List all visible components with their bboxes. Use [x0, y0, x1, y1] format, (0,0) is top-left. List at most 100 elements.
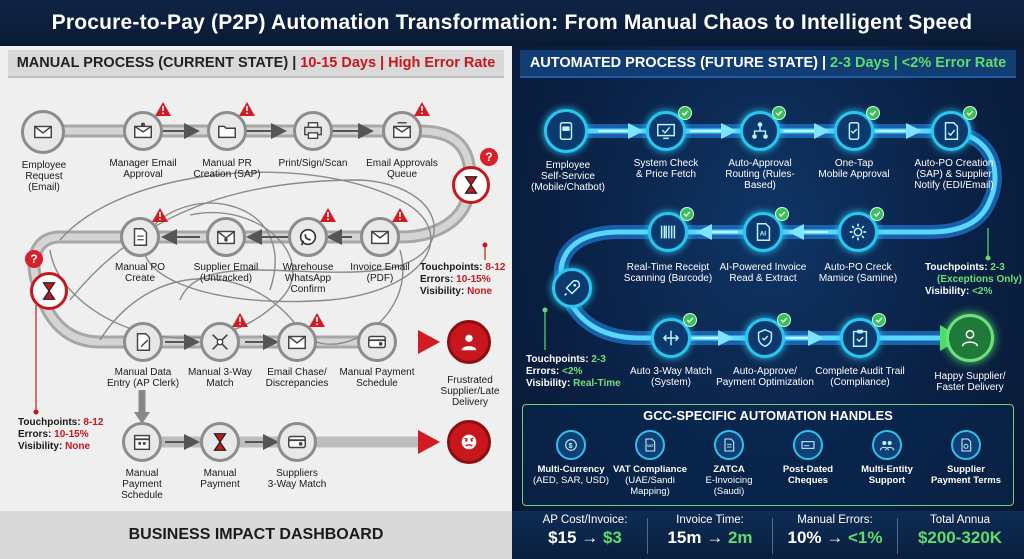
gcc-label-multi-currency: Multi-Currency(AED, SAR, USD) [532, 464, 609, 486]
document-icon [133, 228, 148, 246]
gcc-zatca [714, 430, 744, 460]
automated-stats-left: Touchpoints: 2-3 Errors: <2% Visibility:… [526, 354, 621, 389]
label-manual-po-create: Manual PO Create [114, 262, 166, 284]
invoice-icon [724, 438, 735, 452]
check-icon [963, 106, 977, 120]
manual-header-red: 10-15 Days | High Error Rate [300, 55, 496, 71]
payment-icon [288, 435, 306, 449]
label-employee-self-service: Employee Self-Service (Mobile/Chatbot) [531, 160, 605, 193]
svg-text:VAT: VAT [647, 444, 655, 448]
metric-manual-errors: Manual Errors: 10% → <1% [787, 514, 883, 547]
clipboard-check-icon [852, 329, 868, 347]
node-manual-payment-schedule-2 [122, 422, 162, 462]
envelope-list-icon [393, 122, 411, 139]
node-print-sign-scan [293, 111, 333, 151]
node-manual-payment [200, 422, 240, 462]
node-suppliers-3way-match [277, 422, 317, 462]
node-delay-hourglass-right [452, 166, 490, 204]
page-title: Procure-to-Pay (P2P) Automation Transfor… [0, 0, 1024, 46]
label-system-check: System Check & Price Fetch [633, 158, 699, 180]
node-manual-3way-match [200, 322, 240, 362]
label-manual-payment-schedule: Manual Payment Schedule [339, 367, 415, 389]
whatsapp-icon [299, 228, 317, 246]
label-email-chase: Email Chase/ Discrepancies [265, 367, 329, 389]
node-rocket [552, 268, 592, 308]
label-audit-trail: Complete Audit Trail (Compliance) [815, 366, 905, 388]
gcc-label-vat-compliance: VAT Compliance(UAE/Sandi Mapping) [612, 464, 688, 497]
check-icon [680, 207, 694, 221]
label-happy-supplier: Happy Supplier/ Faster Delivery [934, 371, 1006, 393]
hourglass-icon [464, 176, 478, 194]
warning-icon [155, 102, 171, 116]
node-manager-email-approval [123, 111, 163, 151]
label-ai-invoice-read: AI-Powered Invoice Read & Extract [719, 262, 807, 284]
check-icon [866, 106, 880, 120]
terms-icon [961, 438, 972, 452]
users-icon [879, 441, 895, 451]
arrows-icon [663, 330, 679, 346]
label-manual-payment: Manual Payment [200, 468, 240, 490]
gear-icon [849, 223, 867, 241]
label-auto-3way-match: Auto 3-Way Match (System) [630, 366, 712, 388]
envelope-icon [371, 230, 389, 245]
check-icon [772, 106, 786, 120]
manual-header: MANUAL PROCESS (CURRENT STATE) | 10-15 D… [8, 50, 504, 78]
envelope-icon [34, 125, 52, 139]
node-invoice-email [360, 217, 400, 257]
gcc-multi-entity [872, 430, 902, 460]
node-manual-pr-creation [207, 111, 247, 151]
node-supplier-email [206, 217, 246, 257]
document-check-icon [944, 122, 959, 140]
label-supplier-email: Supplier Email (Untracked) [193, 262, 259, 284]
metric-divider [647, 518, 648, 554]
manual-header-main: MANUAL PROCESS (CURRENT STATE) | [16, 55, 297, 71]
label-print-sign-scan: Print/Sign/Scan [278, 158, 348, 169]
check-icon [678, 106, 692, 120]
document-edit-icon [136, 333, 151, 351]
check-icon [872, 313, 886, 327]
label-auto-po-check: Auto-PO Creck Mamice (Samine) [818, 262, 898, 284]
printer-icon [304, 122, 322, 140]
label-suppliers-3way-match: Suppliers 3-Way Match [267, 468, 327, 490]
envelope-icon [288, 335, 306, 350]
metric-ap-cost: AP Cost/Invoice: $15 → $3 [542, 514, 628, 547]
warning-icon [309, 313, 325, 327]
label-email-approvals-queue: Email Approvals Queue [366, 158, 438, 180]
question-icon: ? [480, 148, 498, 166]
warning-icon [414, 102, 430, 116]
ai-document-icon: AI [756, 223, 771, 241]
label-manual-3way-match: Manual 3-Way Match [187, 367, 253, 389]
manual-stats-right: Touchpoints: 8-12 Errors: 10-15% Visibil… [420, 262, 506, 297]
gcc-box [522, 404, 1014, 506]
label-frustrated-supplier: Frustrated Supplier/Late Delivery [440, 375, 500, 408]
label-one-tap-approval: One-Tap Mobile Approval [818, 158, 890, 180]
dashboard-title: BUSINESS IMPACT DASHBOARD [0, 511, 512, 559]
node-auto-po-check [838, 212, 878, 252]
person-icon [961, 329, 979, 347]
label-receipt-scanning: Real-Time Receipt Scanning (Barcode) [623, 262, 713, 284]
label-manual-pr-creation: Manual PR Creation (SAP) [193, 158, 261, 180]
warning-icon [392, 208, 408, 222]
node-manual-data-entry [123, 322, 163, 362]
warning-icon [239, 102, 255, 116]
node-employee-self-service [544, 109, 588, 153]
manual-stats-left: Touchpoints: 8-12 Errors: 10-15% Visibil… [18, 417, 104, 452]
payment-icon [368, 335, 386, 349]
gcc-multi-currency: $ [556, 430, 586, 460]
angry-face-icon [461, 434, 477, 450]
label-auto-po-creation: Auto-PO Creation (SAP) & Supplier Notify… [914, 158, 994, 191]
calendar-icon [133, 434, 151, 451]
hourglass-icon [42, 282, 56, 300]
warning-icon [232, 313, 248, 327]
svg-text:AI: AI [760, 231, 767, 238]
person-icon [461, 334, 477, 351]
gcc-title: GCC-SPECIFIC AUTOMATION HANDLES [643, 408, 893, 423]
node-warehouse-whatsapp [288, 217, 328, 257]
label-auto-approval-routing: Auto-Approval Routing (Rules- Based) [725, 158, 795, 191]
check-icon [870, 207, 884, 221]
warning-icon [152, 208, 168, 222]
